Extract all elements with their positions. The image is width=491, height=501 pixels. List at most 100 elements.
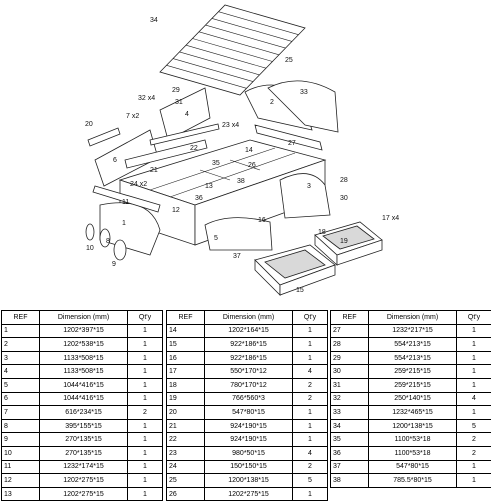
cell-ref: 6 (2, 392, 40, 406)
cell-ref: 9 (2, 433, 40, 447)
cell-dim: 616*234*15 (40, 406, 128, 420)
cell-ref: 29 (331, 351, 369, 365)
callout-label: 32 x4 (138, 95, 155, 102)
callout-label: 12 (172, 207, 180, 214)
cell-dim: 550*170*12 (205, 365, 293, 379)
callout-label: 35 (212, 160, 220, 167)
cell-qty: 1 (293, 433, 328, 447)
cell-qty: 1 (128, 365, 163, 379)
callout-label: 33 (300, 89, 308, 96)
cell-dim: 1200*138*15 (205, 474, 293, 488)
cell-qty: 1 (457, 365, 491, 379)
header-qty: Qt'y (293, 311, 328, 325)
callout-label: 31 (175, 99, 183, 106)
cell-qty: 5 (457, 419, 491, 433)
cell-ref: 37 (331, 460, 369, 474)
header-dimension: Dimension (mm) (40, 311, 128, 325)
cell-ref: 5 (2, 378, 40, 392)
callout-label: 2 (270, 99, 274, 106)
callout-label: 14 (245, 147, 253, 154)
callout-label: 27 (288, 140, 296, 147)
callout-label: 26 (248, 162, 256, 169)
cell-dim: 270*135*15 (40, 433, 128, 447)
cell-ref: 8 (2, 419, 40, 433)
cell-ref: 23 (167, 446, 205, 460)
cell-dim: 922*186*15 (205, 338, 293, 352)
callout-label: 21 (150, 167, 158, 174)
cell-ref: 3 (2, 351, 40, 365)
cell-ref: 11 (2, 460, 40, 474)
cell-ref: 25 (167, 474, 205, 488)
cell-ref: 22 (167, 433, 205, 447)
cell-ref: 10 (2, 446, 40, 460)
callout-label: 28 (340, 177, 348, 184)
cell-dim: 1044*416*15 (40, 392, 128, 406)
callout-label: 37 (233, 253, 241, 260)
callout-label: 3 (307, 183, 311, 190)
cell-dim: 1202*275*15 (40, 474, 128, 488)
callout-label: 13 (205, 183, 213, 190)
cell-dim: 547*80*15 (369, 460, 457, 474)
cell-dim: 1202*397*15 (40, 324, 128, 338)
cell-dim: 250*140*15 (369, 392, 457, 406)
cell-dim: 1100*53*18 (369, 446, 457, 460)
cell-qty: 1 (457, 378, 491, 392)
callout-label: 29 (172, 87, 180, 94)
cell-ref: 32 (331, 392, 369, 406)
cell-qty: 1 (457, 324, 491, 338)
cell-qty: 1 (457, 338, 491, 352)
cell-qty: 1 (293, 338, 328, 352)
callout-label: 11 (122, 199, 129, 206)
cell-qty: 1 (128, 324, 163, 338)
callout-label: 16 (258, 217, 266, 224)
cell-ref: 13 (2, 487, 40, 501)
callout-label: 7 x2 (126, 113, 139, 120)
cell-ref: 7 (2, 406, 40, 420)
cell-qty: 1 (293, 487, 328, 501)
cell-dim: 554*213*15 (369, 338, 457, 352)
cell-ref: 35 (331, 433, 369, 447)
cell-ref: 17 (167, 365, 205, 379)
cell-dim: 395*155*15 (40, 419, 128, 433)
cell-ref: 19 (167, 392, 205, 406)
callout-label: 38 (237, 178, 245, 185)
part-10 (86, 224, 94, 240)
cell-dim: 1232*217*15 (369, 324, 457, 338)
header-ref: REF (2, 311, 40, 325)
cell-qty: 1 (293, 351, 328, 365)
header-dimension: Dimension (mm) (369, 311, 457, 325)
cell-ref: 4 (2, 365, 40, 379)
cell-qty: 5 (293, 474, 328, 488)
cell-qty: 2 (293, 460, 328, 474)
cell-dim: 980*50*15 (205, 446, 293, 460)
cell-ref: 24 (167, 460, 205, 474)
callout-label: 15 (296, 287, 304, 294)
callout-label: 18 (318, 229, 326, 236)
cell-ref: 28 (331, 338, 369, 352)
cell-qty: 4 (293, 365, 328, 379)
cell-ref: 26 (167, 487, 205, 501)
cell-dim: 766*560*3 (205, 392, 293, 406)
callout-label: 9 (112, 261, 116, 268)
header-qty: Qt'y (128, 311, 163, 325)
